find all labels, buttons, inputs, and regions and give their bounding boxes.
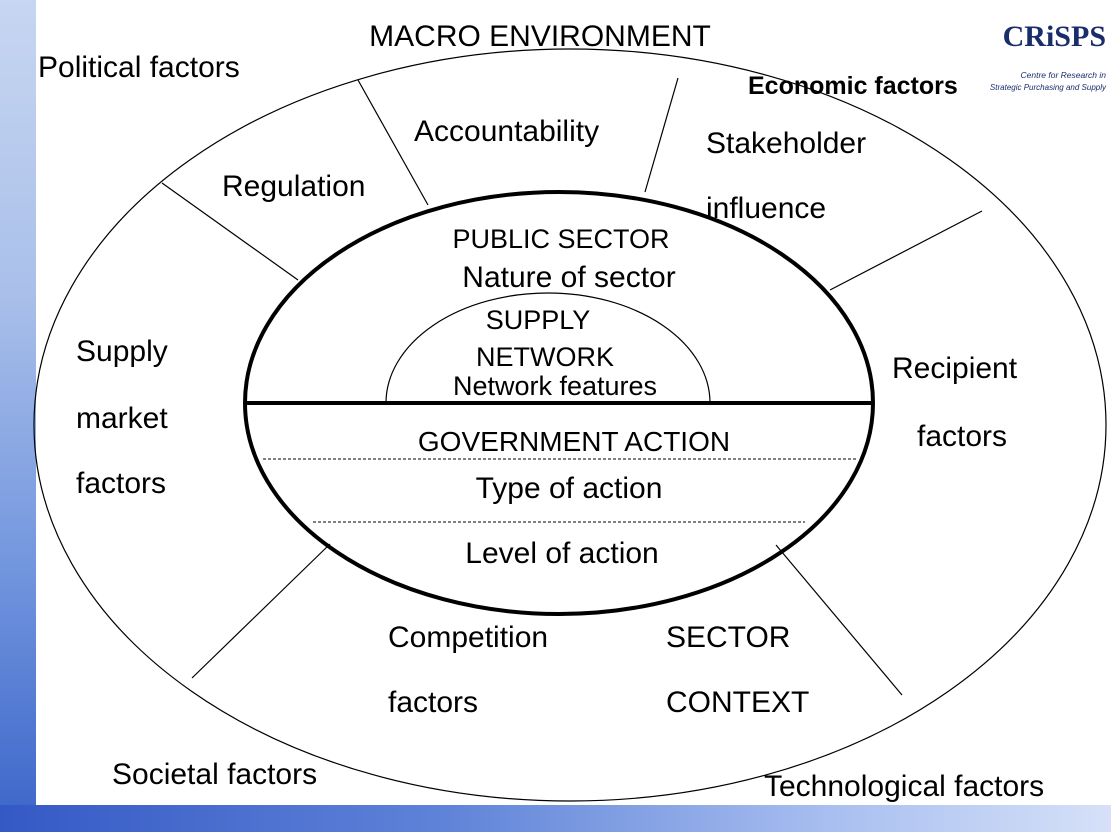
- supply-market-label-1: Supply: [76, 335, 168, 368]
- macro-environment-label: MACRO ENVIRONMENT: [369, 20, 711, 53]
- divider-line: [191, 543, 331, 679]
- sector-label: SECTOR: [666, 621, 790, 654]
- societal-factors-label: Societal factors: [112, 758, 317, 791]
- bottom-gradient-bar: [0, 805, 1111, 832]
- recipient-label: Recipient: [892, 352, 1018, 385]
- divider-line: [357, 79, 429, 206]
- level-of-action-label: Level of action: [465, 537, 658, 570]
- regulation-label: Regulation: [222, 170, 365, 203]
- economic-factors-label: Economic factors: [748, 72, 958, 100]
- crisps-logo: CRiSPS Centre for Research in Strategic …: [990, 20, 1107, 92]
- stakeholder-label: Stakeholder: [706, 127, 866, 160]
- left-gradient-bar: [0, 0, 36, 832]
- outer-ellipse: [33, 48, 1107, 802]
- technological-factors-label: Technological factors: [764, 770, 1044, 803]
- network-label: NETWORK: [476, 342, 614, 372]
- nature-of-sector-label: Nature of sector: [462, 261, 675, 294]
- public-sector-label: PUBLIC SECTOR: [452, 224, 669, 254]
- government-action-label: GOVERNMENT ACTION: [418, 426, 730, 457]
- accountability-label: Accountability: [414, 115, 599, 148]
- context-label: CONTEXT: [666, 686, 809, 719]
- divider-line: [775, 544, 903, 696]
- type-of-action-label: Type of action: [476, 472, 663, 505]
- competition-factors-label: factors: [388, 686, 478, 719]
- logo-name: CRiSPS: [1003, 20, 1106, 53]
- logo-tagline-1: Centre for Research in: [1020, 70, 1106, 80]
- logo-tagline-2: Strategic Purchasing and Supply: [990, 83, 1107, 92]
- divider-line: [644, 77, 679, 193]
- recipient-factors-label: factors: [917, 420, 1007, 453]
- divider-line: [161, 182, 299, 281]
- political-factors-label: Political factors: [38, 51, 240, 84]
- competition-label: Competition: [388, 621, 548, 654]
- divider-line: [829, 210, 983, 291]
- network-features-label: Network features: [453, 371, 657, 401]
- supply-market-label-3: factors: [76, 467, 166, 500]
- supply-network-arc: [385, 292, 711, 404]
- supply-market-label-2: market: [76, 402, 168, 435]
- supply-label: SUPPLY: [486, 305, 591, 335]
- stakeholder-influence-label: influence: [706, 192, 826, 225]
